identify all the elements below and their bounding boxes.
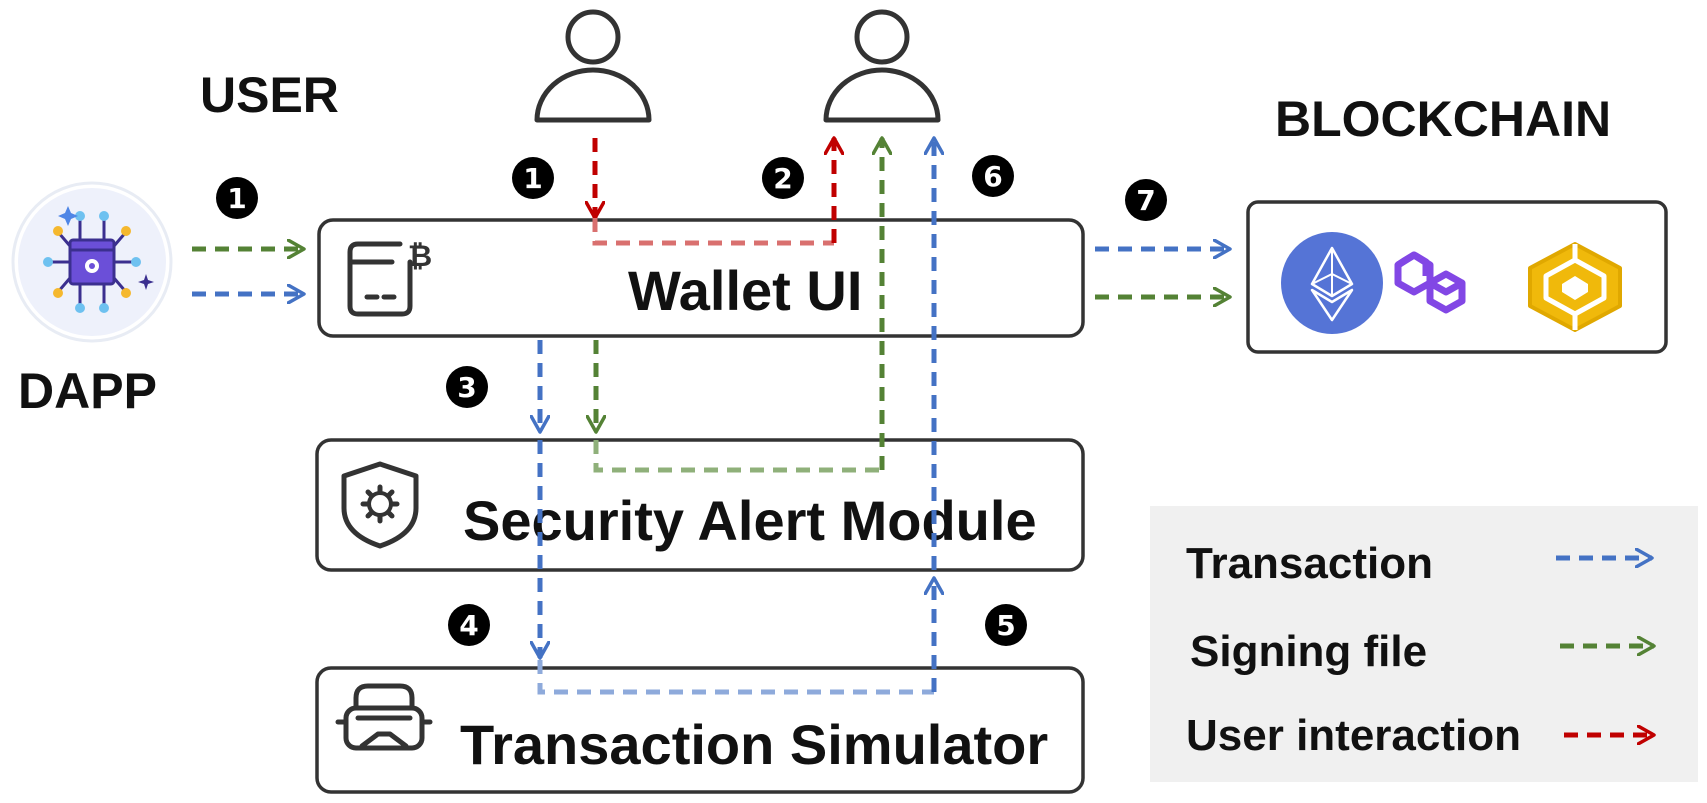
ethereum-icon — [1281, 232, 1383, 334]
polygon-icon — [1394, 251, 1466, 314]
legend-interaction-label: User interaction — [1186, 711, 1521, 760]
security-alert-box — [315, 438, 1085, 572]
step-badge: 3 — [446, 366, 488, 408]
svg-text:6: 6 — [983, 160, 1002, 193]
legend-transaction-label: Transaction — [1186, 539, 1433, 588]
svg-text:2: 2 — [773, 162, 792, 195]
step-badge: 1 — [512, 157, 554, 199]
wallet-bitcoin-icon: ₿ — [347, 239, 432, 317]
person-icon — [534, 9, 652, 123]
path-simulation — [537, 660, 934, 695]
legend-signing-label: Signing file — [1190, 627, 1427, 676]
svg-text:7: 7 — [1136, 184, 1155, 217]
simulator-box — [315, 666, 1085, 794]
step-badge: 6 — [972, 155, 1014, 197]
step-badge: 5 — [985, 604, 1027, 646]
step-badge: 7 — [1125, 179, 1167, 221]
security-alert-title: Security Alert Module — [463, 489, 1037, 552]
simulator-title: Transaction Simulator — [460, 713, 1048, 776]
legend: Transaction Signing file User interactio… — [1150, 506, 1698, 782]
dapp-label: DAPP — [18, 363, 157, 419]
path-user-interaction — [592, 218, 834, 246]
svg-text:₿: ₿ — [408, 239, 432, 274]
svg-text:4: 4 — [459, 609, 478, 642]
step-badge: 1 — [216, 177, 258, 219]
svg-text:3: 3 — [457, 371, 476, 404]
dapp-network-icon — [11, 181, 173, 343]
step-badge: 2 — [762, 157, 804, 199]
svg-text:1: 1 — [227, 182, 246, 215]
person-icon — [823, 9, 941, 123]
bnb-icon — [1528, 242, 1622, 332]
svg-text:5: 5 — [996, 609, 1015, 642]
wallet-ui-box — [317, 218, 1085, 338]
vr-headset-icon — [335, 683, 433, 751]
wallet-ui-title: Wallet UI — [628, 259, 862, 322]
path-signing-return — [593, 440, 882, 473]
svg-text:1: 1 — [523, 162, 542, 195]
blockchain-label: BLOCKCHAIN — [1275, 91, 1611, 147]
step-badge: 4 — [448, 604, 490, 646]
user-label: USER — [200, 67, 339, 123]
shield-gear-icon — [341, 461, 419, 549]
